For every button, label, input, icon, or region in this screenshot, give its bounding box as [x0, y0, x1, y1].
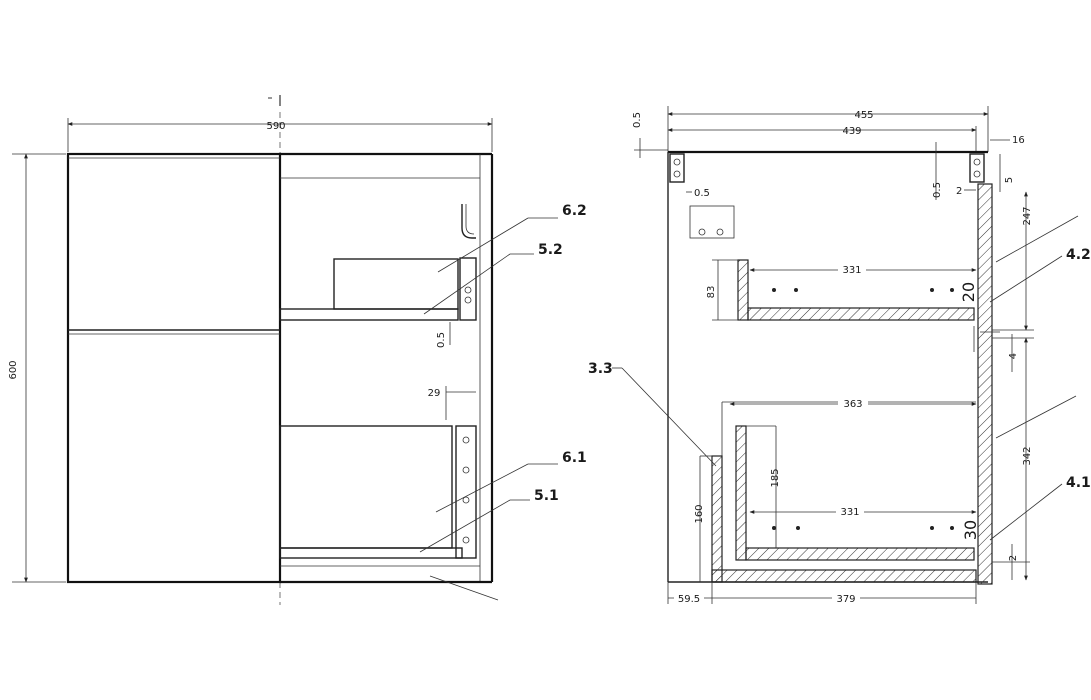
lower-drawer-front-panel	[735, 425, 747, 561]
overall-depth-label: 455	[854, 110, 873, 121]
base-panel	[711, 569, 977, 583]
upper-drawer-hole	[772, 288, 776, 292]
upper-drawer-front-panel	[737, 259, 749, 321]
bracket-hole-2	[716, 228, 724, 236]
lower-drawer-bottom	[745, 547, 975, 561]
lower-drawer-box	[279, 425, 453, 549]
lower-drawer-side-label: 30	[961, 520, 980, 540]
callout-label-5-1: 5.1	[534, 488, 559, 504]
callout-leader-4-2	[989, 255, 1063, 303]
lower-drawer-length-label: 331	[840, 507, 859, 518]
bottom-gap-label: 2	[1008, 555, 1019, 561]
hinge-right-hole-2	[973, 170, 981, 178]
top-gap-label: 0.5	[632, 112, 643, 128]
lower-runner-screw-3	[462, 496, 470, 504]
lower-runner-screw-4	[462, 536, 470, 544]
back-thickness-label: 16	[1012, 135, 1025, 146]
callout-label-3-3: 3.3	[588, 361, 613, 377]
front-offset-label: 59.5	[678, 594, 700, 605]
bottom-length-label: 379	[836, 594, 855, 605]
callout-label-4-1: 4.1	[1066, 475, 1091, 491]
inner-depth-label: 439	[842, 126, 861, 137]
front-offset-bg	[674, 591, 704, 604]
callout-leader-4-1	[989, 483, 1063, 541]
hinge-left-hole	[673, 158, 681, 166]
callout-leader-3-3	[621, 367, 717, 467]
front-width-label: 590	[266, 121, 285, 132]
callout-leader-bottom	[429, 575, 499, 601]
bottom-length-bg	[832, 591, 860, 604]
callout-leader-lower	[995, 395, 1077, 439]
upper-runner-screw-2	[464, 296, 472, 304]
callout-label-4-2: 4.2	[1066, 247, 1091, 263]
lower-drawer-hole-4	[950, 526, 954, 530]
upper-drawer-length-bg	[838, 262, 866, 276]
upper-drawer-hole-2	[794, 288, 798, 292]
lower-runner-screw-2	[462, 466, 470, 474]
side-view: 455 439 0.5 16 5 0.5 0.5 2	[588, 106, 1091, 605]
hook-icon	[461, 204, 476, 239]
lower-height-label: 342	[1022, 446, 1033, 465]
lower-drawer-hole-2	[796, 526, 800, 530]
lower-inner-length-label: 363	[843, 399, 862, 410]
top-offset-label: 5	[1004, 177, 1015, 183]
lower-inner-length-bg	[838, 396, 868, 410]
hook-icon-inner	[465, 204, 475, 235]
bracket-hole	[698, 228, 706, 236]
upper-runner	[459, 257, 477, 321]
upper-height-label: 247	[1022, 206, 1033, 225]
hinge-left-hole-2	[673, 170, 681, 178]
upper-drawer-box	[333, 258, 459, 310]
upper-drawer-bottom	[747, 307, 975, 321]
hinge-left	[669, 153, 685, 183]
upper-drawer-height-label: 83	[706, 286, 717, 299]
upper-drawer-length-label: 331	[842, 265, 861, 276]
upper-drawer-hole-4	[950, 288, 954, 292]
drawer-offset-label: 29	[428, 388, 441, 399]
callout-label-6-1: 6.1	[562, 450, 587, 466]
callout-leader-5-1	[419, 499, 511, 553]
lower-drawer-length-bg	[836, 504, 864, 518]
lower-runner	[455, 425, 477, 559]
upper-drawer-side-label: 20	[959, 282, 978, 302]
front-view: 590 600 0.5 29	[8, 95, 587, 605]
callout-leader-5-2	[423, 253, 511, 315]
front-panel	[711, 455, 723, 583]
callout-leader-6-1	[435, 463, 529, 513]
upper-runner-screw	[464, 286, 472, 294]
lower-runner-screw	[462, 436, 470, 444]
upper-drawer-front	[279, 308, 459, 321]
hinge-gap-a-label: 0.5	[694, 188, 710, 199]
lower-drawer-hole	[772, 526, 776, 530]
callout-leader-upper	[995, 215, 1079, 263]
front-door-panel	[66, 152, 282, 584]
hinge-right-hole	[973, 158, 981, 166]
front-panel-height-label: 160	[694, 504, 705, 523]
upper-drawer-hole-3	[930, 288, 934, 292]
hinge-right	[969, 153, 985, 183]
bracket-plate	[689, 205, 735, 239]
gap-label: 0.5	[436, 332, 447, 348]
hinge-gap-c-label: 2	[956, 186, 962, 197]
callout-label-6-2: 6.2	[562, 203, 587, 219]
lower-drawer-front	[279, 547, 463, 559]
hinge-gap-b-label: 0.5	[932, 182, 943, 198]
callout-leader-6-2	[437, 217, 529, 273]
back-panel	[977, 183, 993, 585]
front-height-label: 600	[8, 360, 19, 379]
divider-gap-label: 4	[1008, 353, 1019, 359]
lower-drawer-hole-3	[930, 526, 934, 530]
callout-label-5-2: 5.2	[538, 242, 563, 258]
lower-drawer-height-label: 185	[770, 468, 781, 487]
